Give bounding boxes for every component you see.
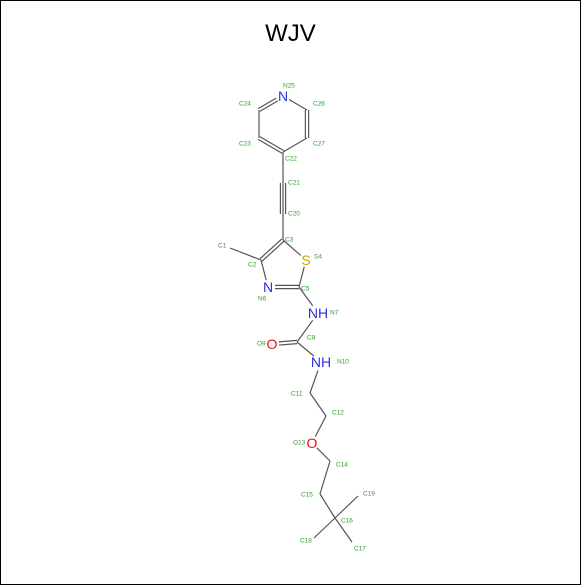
bond-C16-C17 [334,517,353,543]
bond-C27-C22 [282,137,308,153]
atom-label-c23: C23 [239,141,251,148]
atom-label-c2: C2 [248,262,257,269]
atom-label-c5: C5 [301,286,310,293]
bond-C23-C22 [257,136,285,154]
bond-C21-C20 [279,183,287,214]
atom-label-c27: C27 [313,141,325,148]
atom-label-c1: C1 [218,243,227,250]
bond-C16-C19 [334,495,359,519]
bond-C3-S4 [282,239,302,256]
bond-C16-C18 [313,517,336,539]
bond-N6-C5 [275,284,299,290]
atom-label-c12: C12 [332,410,344,417]
bond-C14-C15 [319,460,331,495]
atom-label-c19: C19 [363,491,375,498]
atom-label-c26: C26 [313,101,325,108]
atom-label-c8: C8 [307,335,316,342]
atom-symbol-n7: NH [308,305,328,321]
atom-label-s4: S4 [314,254,322,261]
bond-N10-C11 [309,370,319,394]
atom-symbol-o13: O [307,435,318,451]
atom-label-c21: C21 [288,180,300,187]
atom-label-n7: N7 [330,310,339,317]
atom-symbol-o9: O [267,336,278,352]
bond-C8-O9 [278,339,298,346]
bond-C8-N10 [296,341,315,357]
atom-label-c15: C15 [301,492,313,499]
bond-N7-C8 [296,319,314,343]
bonds-layer [229,97,359,543]
atom-symbol-n25: N [278,88,288,104]
atom-label-c11: C11 [291,391,303,398]
atom-label-c16: C16 [341,518,353,525]
bond-C5-N7 [298,286,314,307]
atom-label-c24: C24 [239,101,251,108]
atom-label-c22: C22 [285,156,297,163]
atom-label-c20: C20 [288,211,300,218]
molecule-title: WJV [265,20,316,47]
atom-label-n25: N25 [283,83,295,90]
atom-label-c18: C18 [300,538,312,545]
bond-C3-C2 [259,238,285,262]
atom-label-c3: C3 [285,237,294,244]
bond-C2-N6 [260,259,267,281]
atom-label-n6: N6 [258,296,267,303]
atom-label-o9: O9 [257,341,266,348]
atom-symbol-s4: S [301,252,310,268]
bond-O13-C14 [316,447,331,462]
bond-N25-C26 [288,99,308,111]
bond-C11-C12 [309,392,327,417]
atom-label-c17: C17 [354,546,366,553]
bond-N25-C24 [257,97,279,112]
bond-C2-C1 [229,247,262,261]
bond-C12-O13 [314,415,327,438]
atom-symbol-n6: N [263,279,273,295]
bond-C15-C16 [319,493,336,519]
bond-C26-C27 [304,110,310,138]
atom-label-n10: N10 [337,359,349,366]
bond-C5-S4 [298,266,305,288]
atom-label-c14: C14 [336,462,348,469]
atom-label-o13: O13 [293,440,306,447]
atom-symbol-n10: NH [311,354,331,370]
